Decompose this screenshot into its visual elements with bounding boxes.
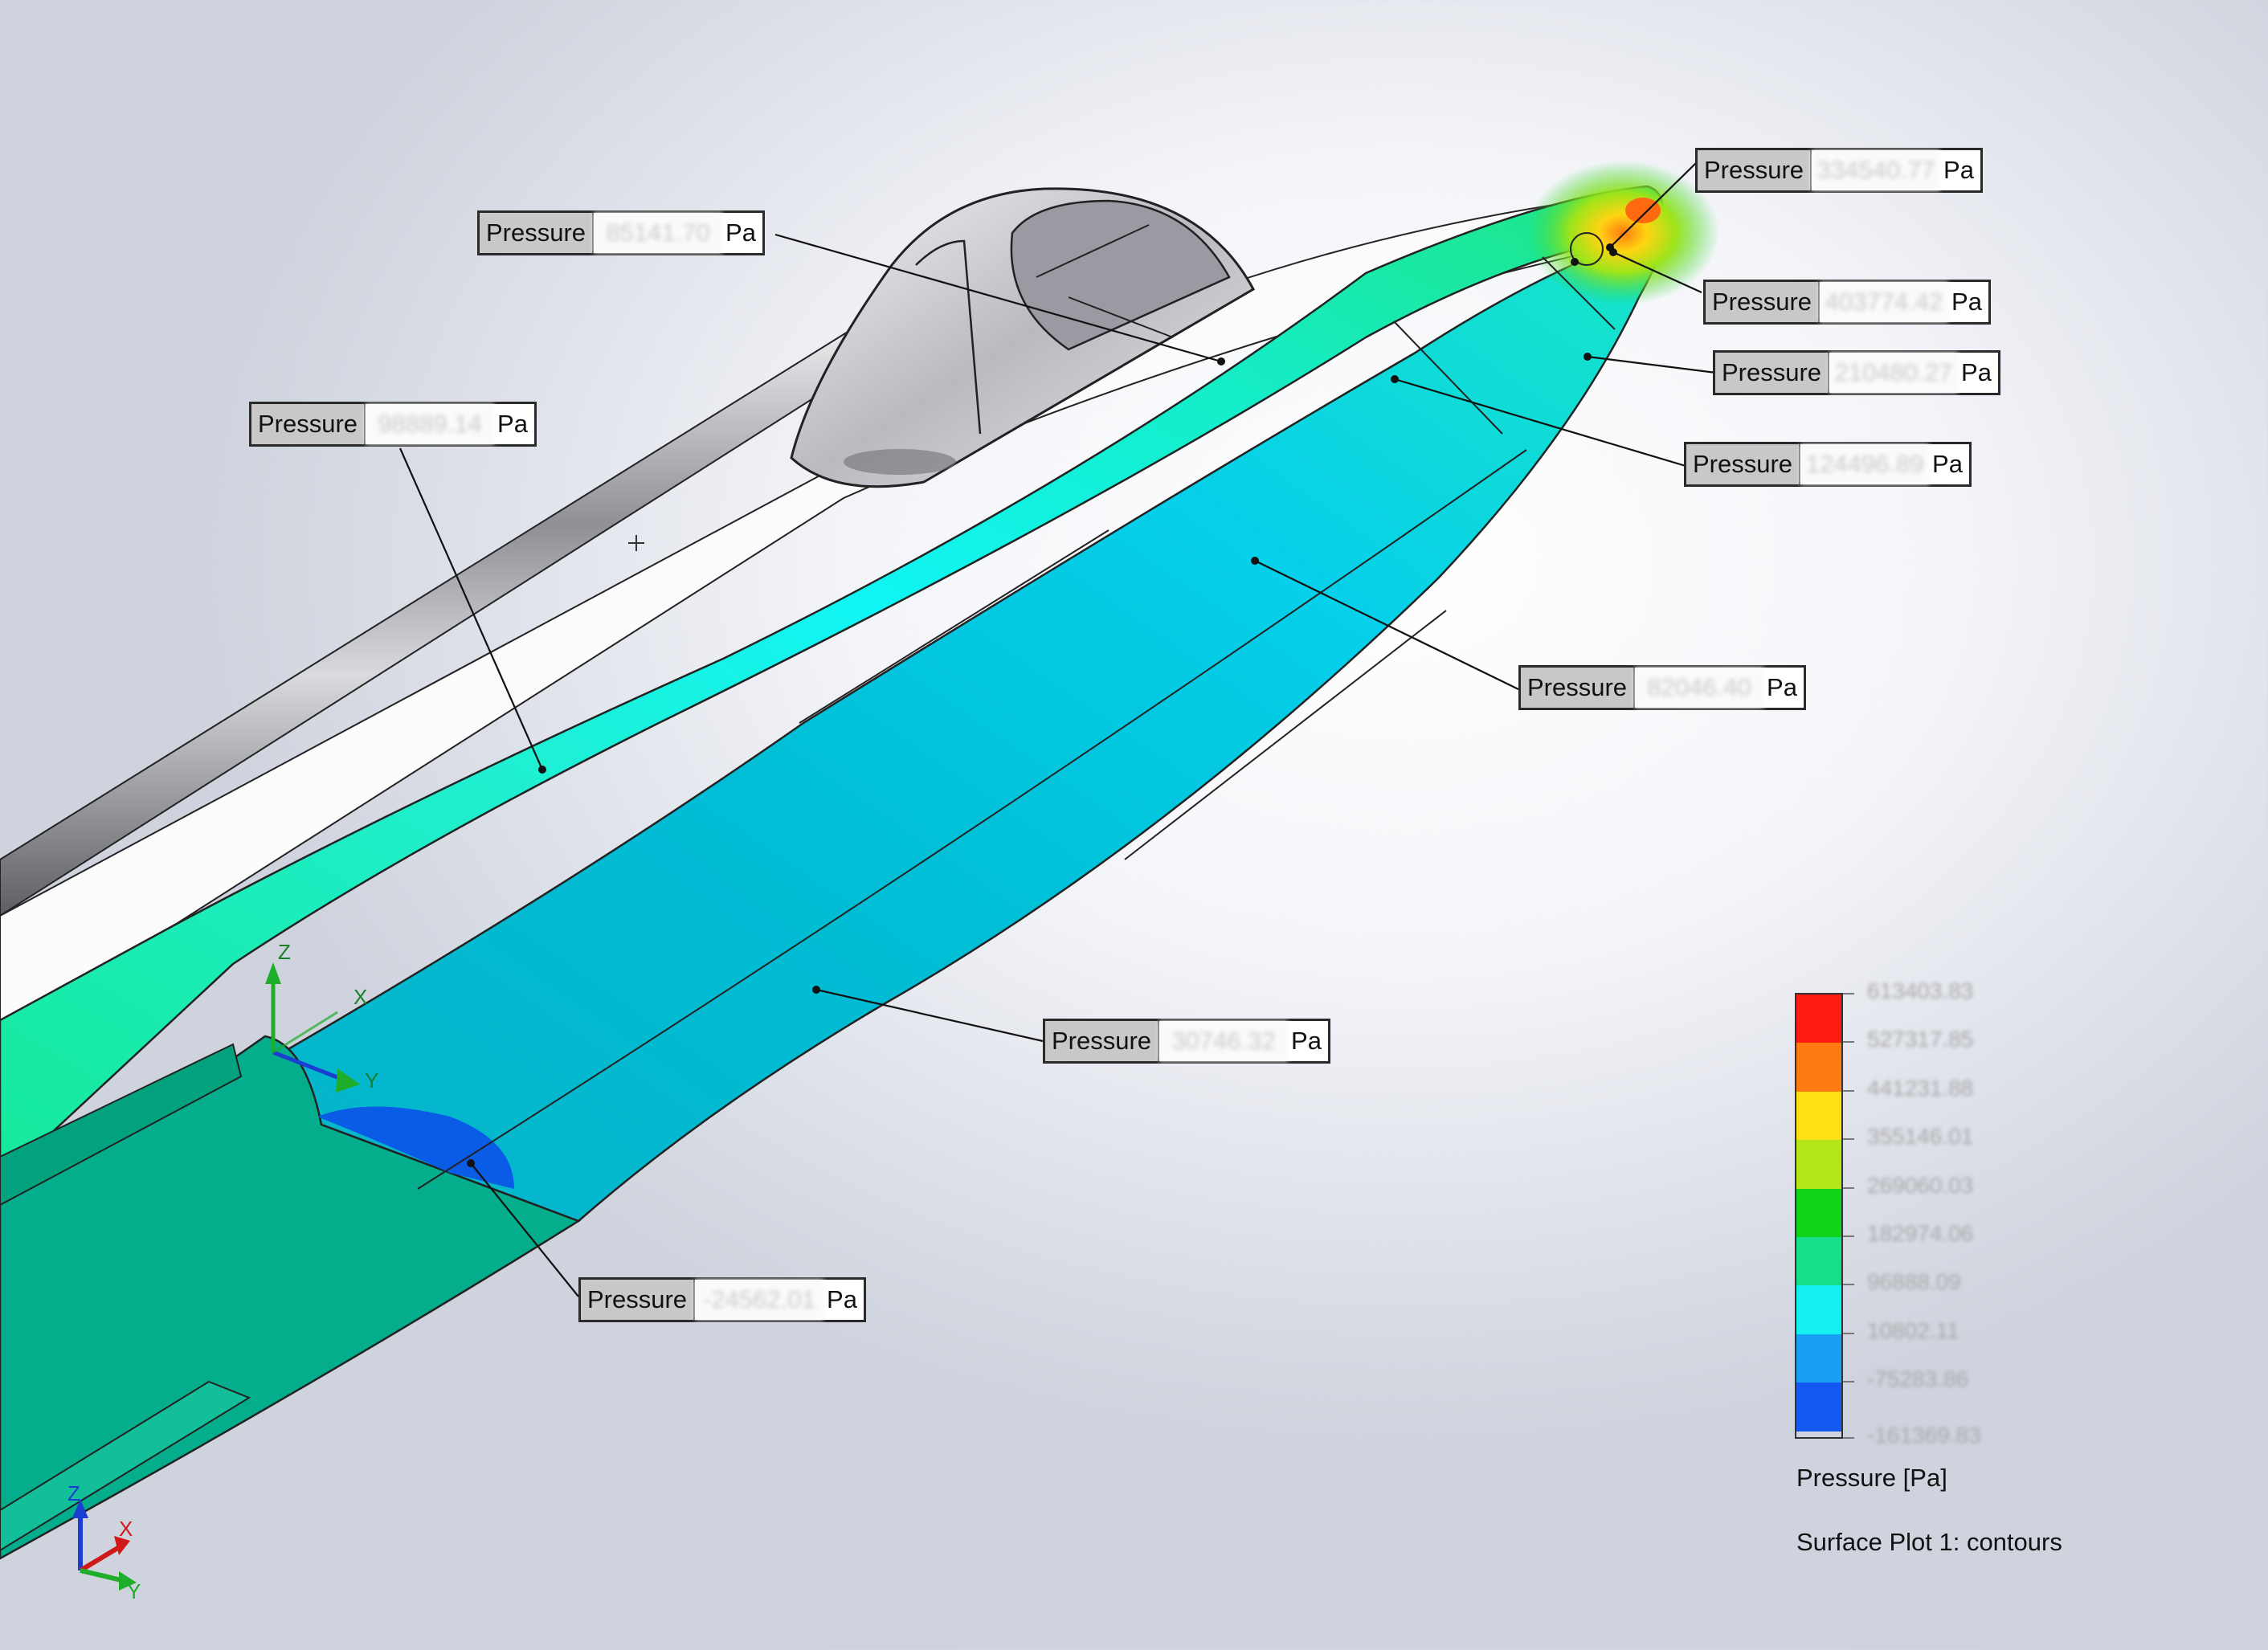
pressure-callout[interactable]: Pressure 334540.77 Pa bbox=[1695, 148, 1983, 193]
reference-triad[interactable]: Z X Y bbox=[67, 1481, 141, 1603]
callout-unit: Pa bbox=[1961, 358, 1992, 386]
reference-triad-z-label: Z bbox=[67, 1481, 80, 1505]
callout-unit: Pa bbox=[1767, 673, 1797, 701]
legend-tick-label: 10802.11 bbox=[1867, 1318, 1959, 1343]
legend-tick-mark bbox=[1843, 1187, 1854, 1189]
legend-band bbox=[1796, 994, 1841, 1044]
callout-label: Pressure bbox=[480, 213, 595, 253]
callout-value: 82046.40 bbox=[1635, 668, 1764, 708]
legend-tick-label: 269060.03 bbox=[1867, 1173, 1974, 1198]
wing-fairing bbox=[0, 1380, 251, 1552]
pressure-callout[interactable]: Pressure 124496.89 Pa bbox=[1684, 442, 1972, 487]
pressure-callout[interactable]: Pressure 82046.40 Pa bbox=[1518, 665, 1806, 710]
pressure-callout[interactable]: Pressure 85141.70 Pa bbox=[477, 210, 765, 255]
legend-tick-label: 613403.83 bbox=[1867, 978, 1974, 1003]
callout-unit: Pa bbox=[1951, 288, 1982, 316]
legend-tick-mark bbox=[1843, 1138, 1854, 1140]
wing-root-strip bbox=[0, 1043, 243, 1207]
legend-tick-mark bbox=[1843, 1381, 1854, 1382]
callout-label: Pressure bbox=[1521, 668, 1636, 708]
legend-tick-label: -161369.83 bbox=[1867, 1423, 1981, 1448]
reference-triad-x-label: X bbox=[119, 1517, 133, 1541]
pressure-callout[interactable]: Pressure 210480.27 Pa bbox=[1713, 350, 2000, 395]
callout-unit: Pa bbox=[1291, 1027, 1322, 1055]
legend-tick-label: 527317.85 bbox=[1867, 1027, 1974, 1052]
callout-value: 403774.42 bbox=[1820, 282, 1949, 322]
callout-unit: Pa bbox=[1943, 156, 1974, 184]
legend-tick-mark bbox=[1843, 993, 1854, 994]
callout-label: Pressure bbox=[1045, 1021, 1160, 1061]
callout-value: 85141.70 bbox=[594, 213, 723, 253]
callout-unit: Pa bbox=[1932, 450, 1963, 478]
callout-unit: Pa bbox=[827, 1285, 857, 1313]
callout-value: 98889.14 bbox=[366, 404, 495, 444]
legend-tick-label: 182974.06 bbox=[1867, 1221, 1974, 1246]
legend-tick-label: 96888.09 bbox=[1867, 1269, 1961, 1294]
reference-triad-y-label: Y bbox=[127, 1579, 141, 1603]
origin-crosshair bbox=[628, 535, 644, 551]
callout-value: 124496.89 bbox=[1800, 444, 1930, 484]
pressure-callout[interactable]: Pressure -24562.01 Pa bbox=[578, 1277, 866, 1322]
legend-band bbox=[1796, 1188, 1841, 1237]
legend-band bbox=[1796, 1382, 1841, 1431]
callout-unit: Pa bbox=[497, 410, 528, 438]
legend-band bbox=[1796, 1237, 1841, 1286]
legend-tick-label: 355146.01 bbox=[1867, 1124, 1974, 1149]
low-pressure-patch bbox=[317, 1106, 514, 1189]
pressure-callout[interactable]: Pressure 98889.14 Pa bbox=[249, 402, 537, 447]
callout-value: 334540.77 bbox=[1812, 150, 1941, 190]
legend-tick-mark bbox=[1843, 1090, 1854, 1092]
pressure-callout[interactable]: Pressure 30746.32 Pa bbox=[1043, 1019, 1330, 1064]
callout-value: 210480.27 bbox=[1829, 353, 1959, 393]
legend-band bbox=[1796, 1333, 1841, 1383]
callout-label: Pressure bbox=[1706, 282, 1821, 322]
legend-band bbox=[1796, 1140, 1841, 1189]
legend-color-bar bbox=[1795, 993, 1843, 1439]
legend-tick-mark bbox=[1843, 1041, 1854, 1043]
legend-tick-mark bbox=[1843, 1333, 1854, 1334]
legend-tick-label: -75283.86 bbox=[1867, 1366, 1969, 1391]
triad-y-label: Y bbox=[365, 1068, 378, 1093]
callout-label: Pressure bbox=[1686, 444, 1801, 484]
legend-band bbox=[1796, 1043, 1841, 1092]
canopy bbox=[790, 187, 1256, 488]
callout-label: Pressure bbox=[1698, 150, 1812, 190]
triad-x-label: X bbox=[353, 985, 367, 1009]
callout-value: 30746.32 bbox=[1159, 1021, 1289, 1061]
callout-label: Pressure bbox=[1715, 353, 1830, 393]
triad-z-label: Z bbox=[278, 940, 291, 964]
legend-band bbox=[1796, 1285, 1841, 1334]
callout-label: Pressure bbox=[251, 404, 366, 444]
pressure-callout[interactable]: Pressure 403774.42 Pa bbox=[1703, 280, 1991, 325]
legend-tick-mark bbox=[1843, 1284, 1854, 1285]
legend-tick-label: 441231.88 bbox=[1867, 1076, 1974, 1101]
legend-band bbox=[1796, 1091, 1841, 1141]
callout-label: Pressure bbox=[581, 1280, 696, 1320]
nose-hot-spot bbox=[1625, 198, 1661, 223]
model-axis-triad: Z X Y bbox=[265, 940, 378, 1093]
callout-value: -24562.01 bbox=[695, 1280, 824, 1320]
callout-leaders bbox=[398, 161, 1717, 1297]
nose-stagnation-zone bbox=[1526, 161, 1719, 305]
plot-name: Surface Plot 1: contours bbox=[1796, 1528, 2062, 1556]
legend-tick-mark bbox=[1843, 1235, 1854, 1237]
panel-lines bbox=[417, 232, 1616, 1190]
legend-tick-mark bbox=[1843, 1437, 1854, 1439]
pick-points bbox=[467, 243, 1617, 1167]
legend-title: Pressure [Pa] bbox=[1796, 1464, 1947, 1492]
callout-unit: Pa bbox=[725, 219, 756, 247]
